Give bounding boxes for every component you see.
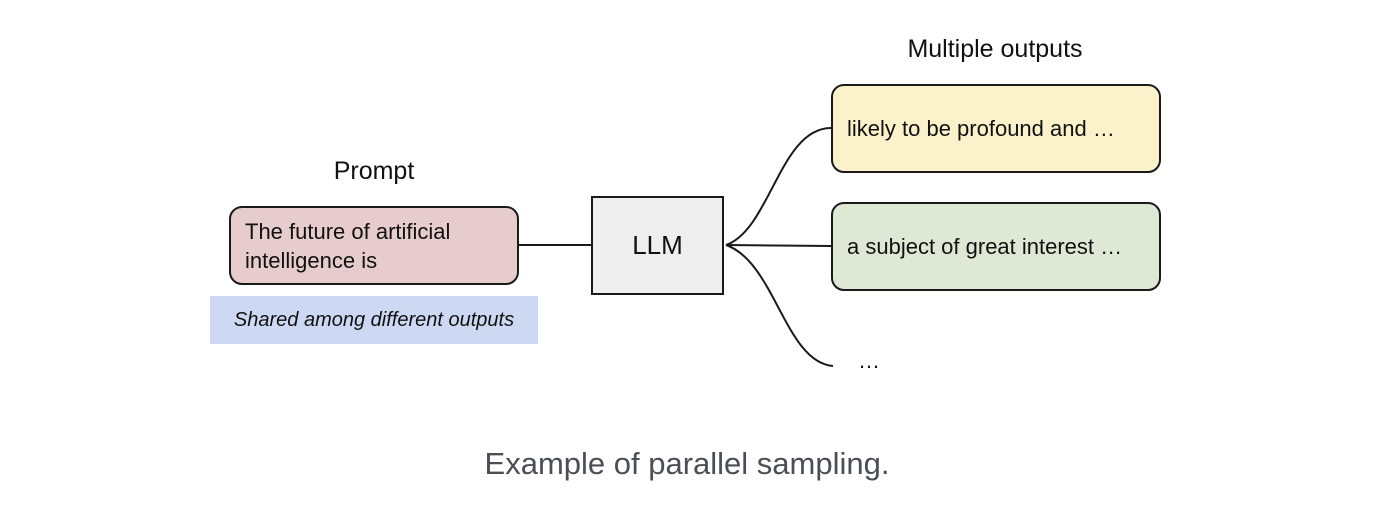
output-text-1: likely to be profound and … xyxy=(847,116,1115,141)
llm-label: LLM xyxy=(632,230,683,260)
llm-to-output-1-curve xyxy=(725,127,832,246)
connector-lines xyxy=(519,127,834,367)
llm-box: LLM xyxy=(591,196,724,295)
llm-to-output-3-curve xyxy=(725,244,834,367)
output-box-1: likely to be profound and … xyxy=(831,84,1161,173)
prompt-heading: Prompt xyxy=(333,157,415,185)
outputs-heading: Multiple outputs xyxy=(907,35,1083,63)
parallel-sampling-diagram: Multiple outputs Prompt The future of ar… xyxy=(210,35,1161,373)
output-box-2: a subject of great interest … xyxy=(831,202,1161,291)
output-text-2: a subject of great interest … xyxy=(847,234,1123,259)
llm-to-output-2-line xyxy=(725,244,832,247)
more-outputs-ellipsis: … xyxy=(858,348,880,373)
prompt-text: The future of artificial intelligence is xyxy=(245,218,451,273)
shared-prompt-note-text: Shared among different outputs xyxy=(233,308,515,331)
figure-caption: Example of parallel sampling. xyxy=(484,446,890,481)
prompt-box: The future of artificial intelligence is xyxy=(229,206,519,285)
shared-prompt-note: Shared among different outputs xyxy=(210,296,538,344)
